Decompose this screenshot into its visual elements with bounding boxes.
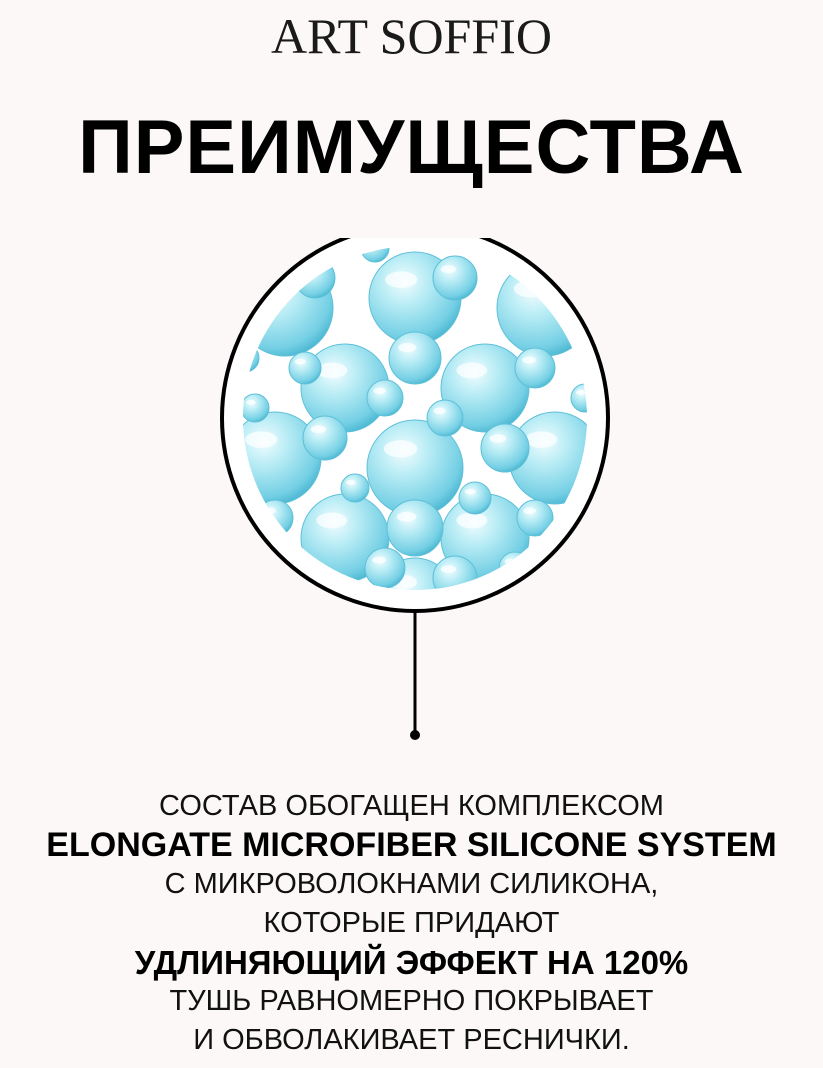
bubble-highlight xyxy=(383,440,418,458)
bubble xyxy=(386,499,444,557)
bubble-highlight xyxy=(440,265,457,274)
description-line: ТУШЬ РАВНОМЕРНО ПОКРЫВАЕТ xyxy=(169,985,654,1017)
bubble xyxy=(426,399,464,437)
bubble-highlight xyxy=(575,389,586,395)
brand-logo: ART SOFFIO xyxy=(271,8,552,64)
description-line-highlight: ELONGATE MICROFIBER SILICONE SYSTEM xyxy=(46,826,777,864)
bubble-highlight xyxy=(316,512,348,529)
bubble-highlight xyxy=(345,479,356,485)
bubble-highlight xyxy=(440,565,457,574)
bubble-highlight xyxy=(464,488,476,495)
bubble-highlight xyxy=(523,507,536,515)
bubble xyxy=(480,423,530,473)
bubble-highlight xyxy=(396,511,417,522)
bubble-highlight xyxy=(372,556,386,564)
bubble xyxy=(432,255,478,301)
bubble-pattern xyxy=(243,246,587,590)
bubble xyxy=(458,481,492,515)
description: СОСТАВ ОБОГАЩЕН КОМПЛЕКСОМ ELONGATE MICR… xyxy=(0,787,823,1060)
bubble xyxy=(366,379,404,417)
description-line-highlight: УДЛИНЯЮЩИЙ ЭФФЕКТ НА 120% xyxy=(134,944,689,981)
bubble-highlight xyxy=(489,434,507,443)
bubble-highlight xyxy=(310,425,327,434)
silicone-bubbles-icon xyxy=(220,223,610,740)
bubble xyxy=(340,473,370,503)
bubble xyxy=(580,563,587,590)
bubble-highlight xyxy=(245,399,256,405)
bubble-highlight xyxy=(456,512,488,529)
bubble-highlight xyxy=(398,342,417,353)
description-line: С МИКРОВОЛОКНАМИ СИЛИКОНА, xyxy=(164,868,659,900)
bubble xyxy=(288,351,322,385)
bubble xyxy=(514,347,556,389)
bubble-highlight xyxy=(316,362,348,379)
bubble xyxy=(364,547,406,589)
bubble-highlight xyxy=(250,565,277,580)
bubble-highlight xyxy=(385,271,418,288)
description-line: СОСТАВ ОБОГАЩЕН КОМПЛЕКСОМ xyxy=(159,790,664,822)
pointer-dot xyxy=(410,730,420,740)
silicone-bubbles-illustration xyxy=(215,223,615,748)
bubble-highlight xyxy=(433,407,446,415)
bubble-highlight xyxy=(373,387,386,395)
bubble-highlight xyxy=(294,358,306,365)
bubble-highlight xyxy=(456,362,488,379)
bubble-highlight xyxy=(522,356,536,364)
bubble xyxy=(302,415,348,461)
bubble xyxy=(388,331,442,385)
description-line: И ОБВОЛАКИВАЕТ РЕСНИЧКИ. xyxy=(193,1024,630,1056)
bubble-highlight xyxy=(525,431,558,448)
page-title: ПРЕИМУЩЕСТВА xyxy=(78,105,745,190)
bubble-highlight xyxy=(245,431,278,448)
bubble xyxy=(243,393,270,423)
bubble-highlight xyxy=(585,569,587,575)
description-line: КОТОРЫЕ ПРИДАЮТ xyxy=(263,907,560,939)
